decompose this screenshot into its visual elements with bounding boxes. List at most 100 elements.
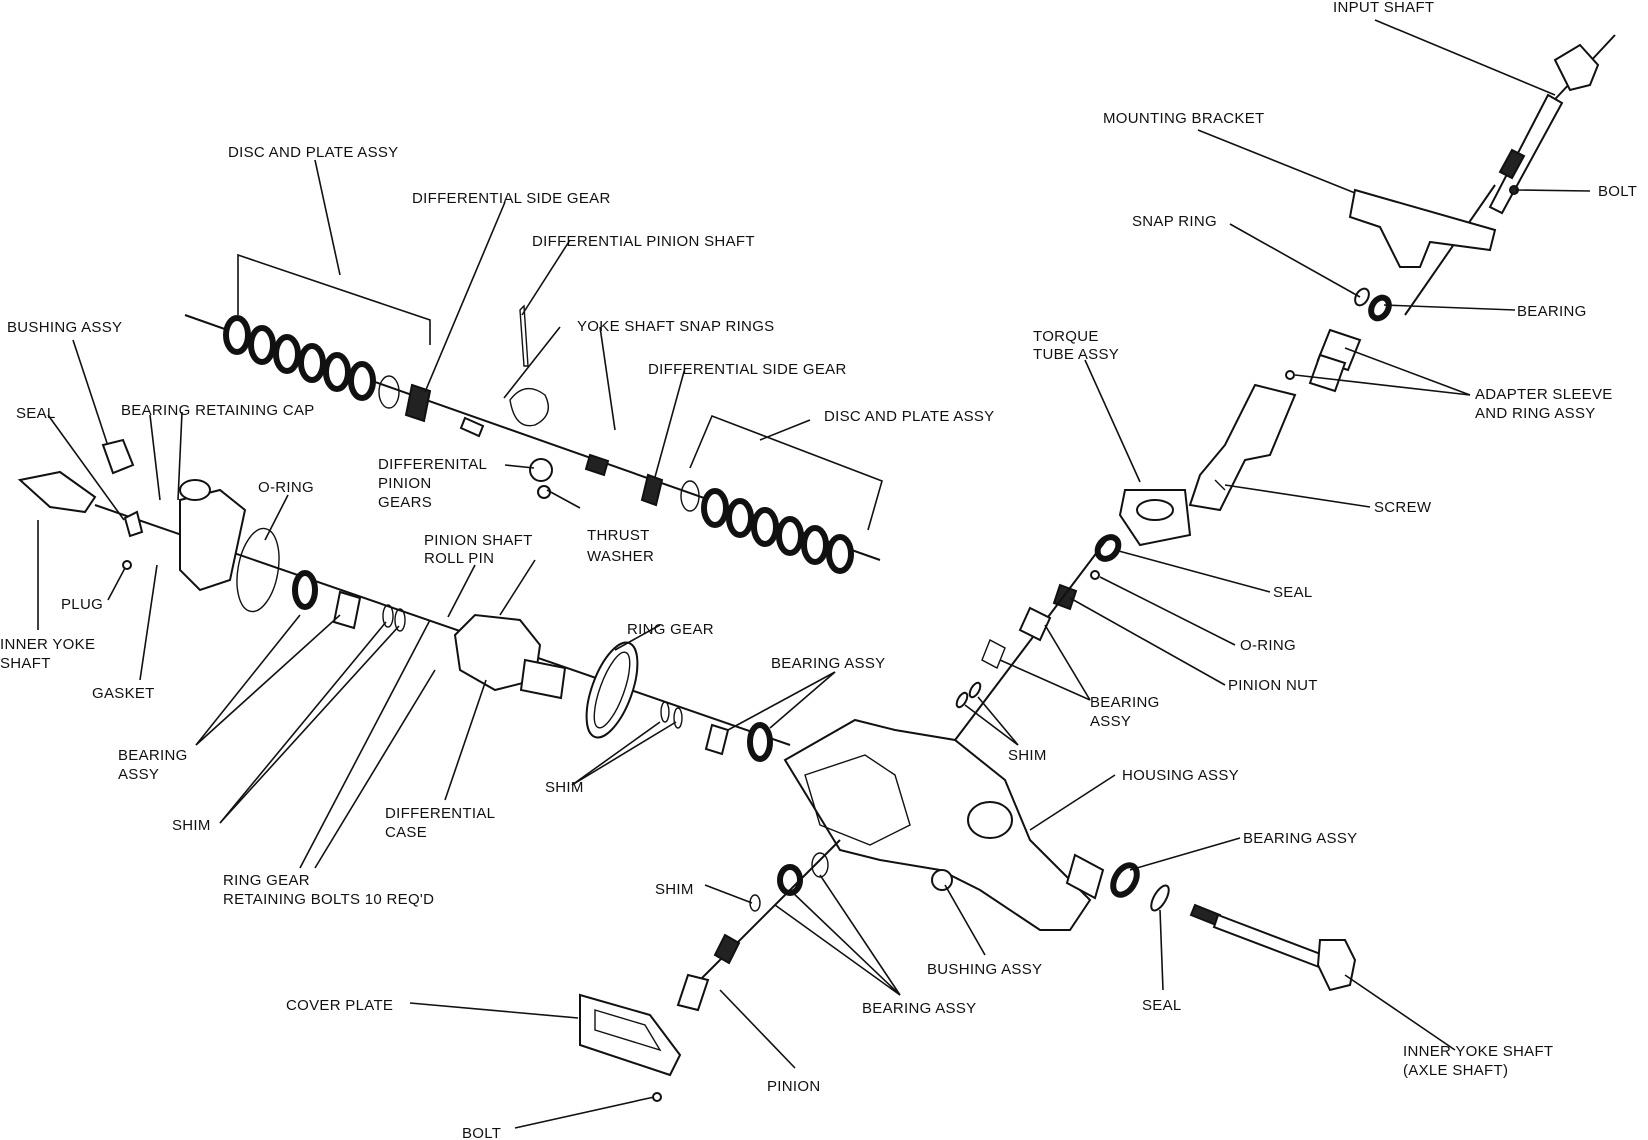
torque-tube-flange-hole bbox=[1136, 499, 1174, 521]
label-ring-gear-bolts-1: RING GEAR bbox=[223, 872, 310, 889]
ring-gear-part bbox=[585, 641, 639, 739]
label-bearing-top: BEARING bbox=[1517, 303, 1587, 320]
label-bolt-bottom: BOLT bbox=[462, 1125, 501, 1140]
label-disc-plate-left: DISC AND PLATE ASSY bbox=[228, 144, 398, 161]
inner-yoke-right-part bbox=[1316, 939, 1357, 992]
disc-left-2 bbox=[248, 325, 276, 365]
label-pinion-roll-pin-2: ROLL PIN bbox=[424, 550, 494, 567]
shim-center-a bbox=[660, 701, 670, 723]
shim-mid-a bbox=[968, 681, 982, 699]
label-diff-case-2: CASE bbox=[385, 824, 427, 841]
o-ring-right-part bbox=[1090, 570, 1100, 580]
label-snap-ring: SNAP RING bbox=[1132, 213, 1217, 230]
input-shaft-spline bbox=[1498, 148, 1526, 180]
label-plug: PLUG bbox=[61, 596, 103, 613]
disc-right-2 bbox=[726, 498, 754, 538]
cover-plate-part bbox=[579, 993, 682, 1077]
label-housing-assy: HOUSING ASSY bbox=[1122, 767, 1239, 784]
bolt-bottom-part bbox=[652, 1092, 662, 1102]
label-diff-side-gear-right: DIFFERENTIAL SIDE GEAR bbox=[648, 361, 847, 378]
label-inner-yoke-right-2: (AXLE SHAFT) bbox=[1403, 1062, 1508, 1079]
input-shaft-yoke bbox=[1553, 43, 1600, 92]
label-bushing-assy-left: BUSHING ASSY bbox=[7, 319, 122, 336]
pinion-shaft-line bbox=[689, 839, 841, 991]
bearing-assy-right-part bbox=[1110, 862, 1140, 898]
spacer-left bbox=[459, 416, 485, 438]
disc-left-3 bbox=[273, 334, 301, 374]
shim-left-b bbox=[394, 608, 406, 632]
label-ring-gear: RING GEAR bbox=[627, 621, 714, 638]
label-adapter-sleeve-2: AND RING ASSY bbox=[1475, 405, 1596, 422]
label-inner-yoke-left-1: INNER YOKE bbox=[0, 636, 95, 653]
label-o-ring-right: O-RING bbox=[1240, 637, 1296, 654]
bearing-assy-lower-cone bbox=[811, 852, 829, 878]
housing-assy-part bbox=[783, 718, 1092, 931]
shim-left-a bbox=[382, 604, 394, 628]
pinion-spline bbox=[713, 933, 741, 965]
housing-tube-boss bbox=[967, 801, 1013, 839]
label-shim-center: SHIM bbox=[545, 779, 584, 796]
label-bearing-assy-mid-1: BEARING bbox=[1090, 694, 1160, 711]
o-ring-left-part bbox=[236, 527, 280, 613]
mounting-bracket bbox=[1348, 188, 1497, 268]
label-shim-left: SHIM bbox=[172, 817, 211, 834]
label-thrust-washer-1: THRUST bbox=[587, 527, 650, 544]
label-thrust-washer-2: WASHER bbox=[587, 548, 654, 565]
pinion-part bbox=[676, 973, 710, 1012]
label-cover-plate: COVER PLATE bbox=[286, 997, 393, 1014]
label-input-shaft: INPUT SHAFT bbox=[1333, 0, 1434, 16]
bearing-left-cone bbox=[332, 590, 362, 630]
label-diff-pinion-gears-3: GEARS bbox=[378, 494, 432, 511]
disc-left-1 bbox=[223, 315, 251, 355]
yoke-snap-ring-part bbox=[509, 387, 549, 427]
label-diff-pinion-gears-1: DIFFERENITAL bbox=[378, 456, 487, 473]
cap-boss bbox=[179, 479, 211, 501]
label-pinion-nut: PINION NUT bbox=[1228, 677, 1318, 694]
disc-right-plate bbox=[680, 480, 700, 512]
label-shim-lower: SHIM bbox=[655, 881, 694, 898]
disc-right-3 bbox=[751, 507, 779, 547]
housing-opening bbox=[804, 754, 911, 846]
label-bushing-assy-lower: BUSHING ASSY bbox=[927, 961, 1042, 978]
lower-pinion-shaft bbox=[939, 534, 1111, 761]
label-screw: SCREW bbox=[1374, 499, 1432, 516]
label-bearing-retaining-cap: BEARING RETAINING CAP bbox=[121, 402, 315, 419]
upper-shaft-line bbox=[1404, 184, 1496, 316]
label-ring-gear-bolts-2: RETAINING BOLTS 10 REQ'D bbox=[223, 891, 434, 908]
label-seal-left: SEAL bbox=[16, 405, 56, 422]
label-bolt-top: BOLT bbox=[1598, 183, 1637, 200]
leader-lines bbox=[37, 19, 1591, 1129]
input-shaft-body bbox=[1488, 93, 1564, 215]
disc-left-plate bbox=[378, 375, 400, 409]
adapter-ring bbox=[1285, 370, 1295, 380]
label-o-ring-left: O-RING bbox=[258, 479, 314, 496]
label-mounting-bracket: MOUNTING BRACKET bbox=[1103, 110, 1264, 127]
label-bearing-assy-left-1: BEARING bbox=[118, 747, 188, 764]
label-shim-mid: SHIM bbox=[1008, 747, 1047, 764]
label-pinion-roll-pin-1: PINION SHAFT bbox=[424, 532, 533, 549]
bearing-assy-center-cup bbox=[747, 722, 773, 762]
axle-shaft-body bbox=[1212, 913, 1325, 969]
disc-right-5 bbox=[801, 525, 829, 565]
seal-right-part bbox=[1094, 534, 1122, 562]
bearing-retaining-cap-part bbox=[179, 488, 247, 592]
label-diff-pinion-shaft: DIFFERENTIAL PINION SHAFT bbox=[532, 233, 755, 250]
shim-center-b bbox=[673, 707, 683, 729]
label-diff-case-1: DIFFERENTIAL bbox=[385, 805, 495, 822]
label-torque-tube-1: TORQUE bbox=[1033, 328, 1099, 345]
label-diff-side-gear-left: DIFFERENTIAL SIDE GEAR bbox=[412, 190, 611, 207]
disc-right-4 bbox=[776, 516, 804, 556]
housing-tube-end bbox=[1065, 853, 1105, 900]
label-torque-tube-2: TUBE ASSY bbox=[1033, 346, 1119, 363]
disc-right-6 bbox=[826, 534, 854, 574]
diff-pinion-gear-part bbox=[529, 458, 553, 482]
label-yoke-snap-rings: YOKE SHAFT SNAP RINGS bbox=[577, 318, 774, 335]
disc-left-4 bbox=[298, 343, 326, 383]
bearing-assy-center-cone bbox=[704, 723, 730, 756]
disc-left-5 bbox=[323, 352, 351, 392]
label-inner-yoke-left-2: SHAFT bbox=[0, 655, 51, 672]
label-seal-right: SEAL bbox=[1273, 584, 1313, 601]
disc-left-6 bbox=[348, 361, 376, 401]
